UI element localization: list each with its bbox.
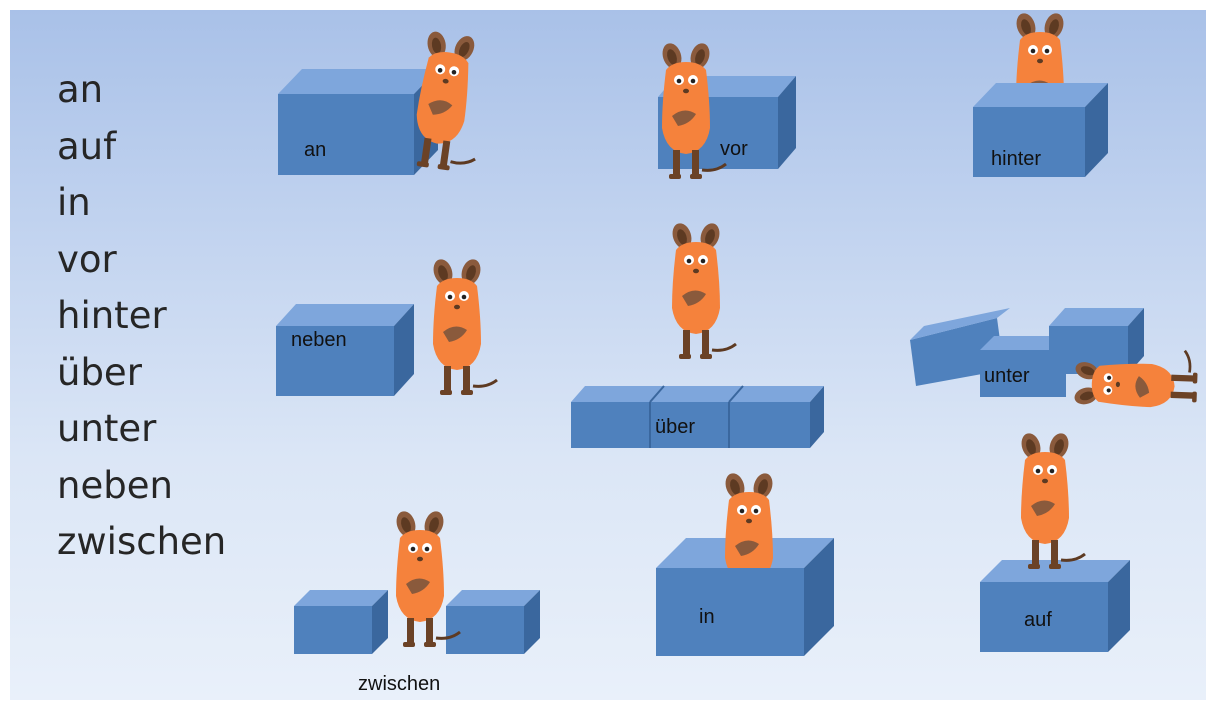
word-list-item: an: [57, 68, 104, 111]
word-list-item: über: [57, 350, 142, 394]
box-hinter: hinter: [973, 83, 1108, 177]
box-label-hinter: hinter: [991, 148, 1041, 170]
box-label-in: in: [699, 606, 715, 628]
box-label-unter: unter: [984, 365, 1030, 387]
word-list-item: neben: [57, 463, 173, 507]
word-list-item: vor: [57, 237, 117, 281]
word-list-item: auf: [57, 124, 117, 168]
slide: an auf in vor hinter über unter neben zw…: [10, 10, 1206, 700]
box-label-an: an: [304, 139, 326, 161]
box-label-auf: auf: [1024, 609, 1052, 631]
box-zwischen-right: [446, 590, 540, 654]
box-label-neben: neben: [291, 329, 347, 351]
preposition-scene: an vor hinter neben: [276, 10, 1200, 695]
box-an: an: [278, 69, 438, 175]
mouse-neben: [428, 255, 499, 397]
word-list-item: unter: [57, 407, 157, 450]
label-zwischen: zwischen: [358, 673, 440, 695]
box-label-vor: vor: [720, 138, 748, 160]
word-list-item: in: [57, 181, 91, 224]
box-auf: auf: [980, 560, 1130, 652]
word-list-item: zwischen: [57, 520, 227, 563]
box-zwischen-left: [294, 590, 388, 654]
word-list-item: hinter: [57, 294, 167, 337]
box-label-ueber: über: [655, 416, 695, 438]
mouse-ueber: [667, 219, 738, 361]
box-in: in: [656, 568, 804, 656]
box-neben: neben: [276, 304, 414, 396]
box-ueber: über: [571, 385, 824, 448]
preposition-word-list: an auf in vor hinter über unter neben zw…: [57, 62, 226, 571]
mouse-auf: [1016, 429, 1087, 571]
